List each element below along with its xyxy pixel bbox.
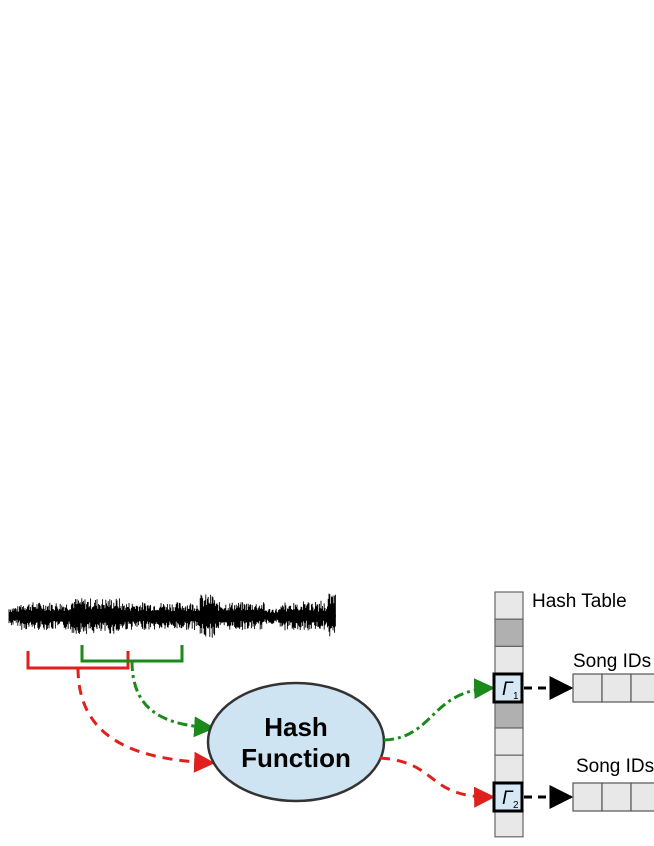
waveform-signal [8, 593, 336, 638]
hash-table-cell [494, 591, 524, 620]
hash-table-cell [494, 618, 524, 648]
hash-function-node: Hash Function [206, 681, 386, 803]
song-id-cell [630, 673, 654, 703]
song-ids-label-1: Song IDs [573, 651, 651, 672]
hash-table-cell [494, 808, 524, 838]
song-ids-list-1 [572, 673, 654, 703]
green-window-to-hash-arrow [130, 660, 216, 738]
green-window-bracket [80, 645, 184, 663]
entry-1-symbol: Γ [502, 679, 514, 700]
song-id-cell [601, 673, 632, 703]
entry-2-subscript: 2 [513, 800, 519, 811]
hash-function-label-line2: Function [241, 743, 351, 773]
hash-entry-2: Γ 2 [492, 781, 524, 813]
song-ids-list-2 [572, 782, 654, 812]
hash-function-label-line1: Hash [264, 712, 328, 742]
song-id-cell [601, 782, 632, 812]
hash-function-ellipse [206, 681, 386, 803]
hash-to-entry2-arrow [379, 756, 496, 808]
song-id-cell [630, 782, 654, 812]
hash-table-cell [494, 645, 524, 675]
hash-table-cell [494, 700, 524, 729]
entry-2-symbol: Γ [502, 788, 514, 809]
hash-table-label: Hash Table [532, 591, 627, 612]
entry-1-subscript: 1 [513, 691, 519, 702]
entry-2-box [492, 781, 524, 813]
entry-1-box [492, 672, 524, 704]
hash-table-cell [494, 727, 524, 756]
song-id-cell [572, 673, 603, 703]
song-id-cell [572, 782, 603, 812]
hash-entry-1: Γ 1 [492, 672, 524, 704]
song-ids-label-2: Song IDs [576, 756, 654, 777]
audio-waveform [8, 593, 336, 638]
hash-table-cell [494, 754, 524, 784]
hash-table [494, 591, 524, 838]
red-window-to-hash-arrow [76, 667, 216, 773]
hash-to-entry1-arrow [383, 678, 496, 742]
